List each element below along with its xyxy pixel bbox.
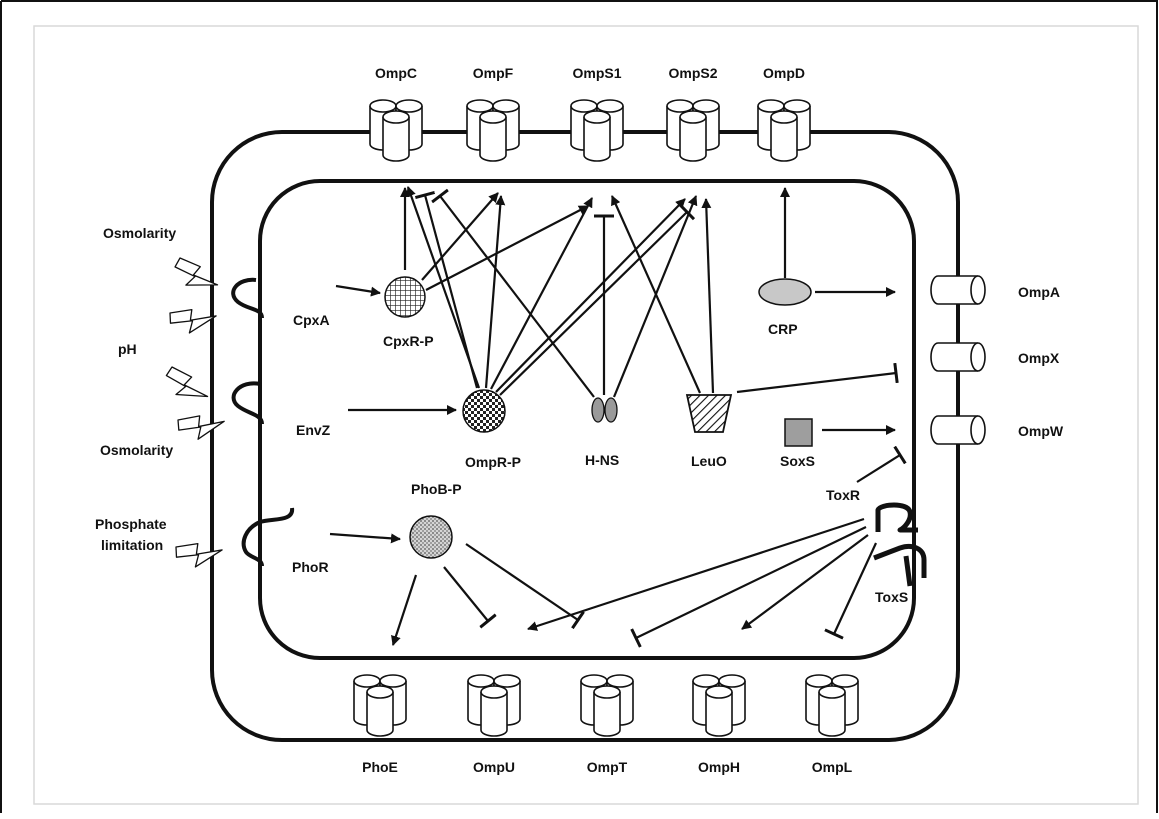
cpxr-p-node bbox=[385, 277, 425, 317]
regulator-label-ompr-p: OmpR-P bbox=[465, 454, 521, 470]
phosphate-bolt-icon bbox=[174, 536, 224, 570]
hns-node-left bbox=[592, 398, 604, 422]
leuo-inhibits-ompx bbox=[737, 373, 896, 392]
porin-trimer-ompl bbox=[806, 675, 858, 736]
phob-p-node bbox=[410, 516, 452, 558]
porin-trimer-ompf bbox=[467, 100, 519, 161]
signal-label-osmolarity-bottom: Osmolarity bbox=[100, 442, 173, 458]
sensor-label-phor: PhoR bbox=[292, 559, 329, 575]
phob-to-phoe-arrow bbox=[393, 575, 416, 645]
phob-inhibits-ompt bbox=[466, 544, 578, 620]
cpxr-to-ompf-arrow bbox=[422, 193, 498, 280]
ph-bottom-bolt-icon bbox=[161, 366, 213, 405]
porin-label-phoe: PhoE bbox=[362, 759, 398, 775]
porin-label-omps1: OmpS1 bbox=[572, 65, 621, 81]
ompr-to-omps1-arrow bbox=[491, 198, 592, 389]
regulator-label-phob-p: PhoB-P bbox=[411, 481, 462, 497]
soxs-node bbox=[785, 419, 812, 446]
leuo-to-omps2-arrow bbox=[706, 199, 713, 393]
porin-trimer-ompd bbox=[758, 100, 810, 161]
porin-monomer-ompx bbox=[931, 343, 985, 371]
right-porins-layer bbox=[931, 276, 985, 444]
crp-node bbox=[759, 279, 811, 305]
regulator-label-crp: CRP bbox=[768, 321, 798, 337]
porin-trimer-ompu bbox=[468, 675, 520, 736]
porin-label-ompx: OmpX bbox=[1018, 350, 1060, 366]
sensor-label-toxr: ToxR bbox=[826, 487, 860, 503]
porin-label-ompd: OmpD bbox=[763, 65, 805, 81]
porin-label-ompw: OmpW bbox=[1018, 423, 1064, 439]
porin-label-omph: OmpH bbox=[698, 759, 740, 775]
ompr-to-ompf-arrow bbox=[486, 196, 501, 388]
regulator-label-soxs: SoxS bbox=[780, 453, 815, 469]
regulator-label-hns: H-NS bbox=[585, 452, 619, 468]
porin-monomer-ompw bbox=[931, 416, 985, 444]
bottom-porins-layer bbox=[354, 675, 858, 736]
phob-inhibits-ompu bbox=[444, 567, 488, 621]
toxr-to-ompu-arrow bbox=[528, 519, 864, 629]
sensor-label-envz: EnvZ bbox=[296, 422, 331, 438]
porin-label-ompf: OmpF bbox=[473, 65, 514, 81]
regulator-label-leuo: LeuO bbox=[691, 453, 727, 469]
porin-trimer-omps2 bbox=[667, 100, 719, 161]
leuo-node bbox=[687, 395, 731, 432]
porin-label-ompc: OmpC bbox=[375, 65, 417, 81]
porin-trimer-omph bbox=[693, 675, 745, 736]
porin-trimer-ompt bbox=[581, 675, 633, 736]
hns-node-right bbox=[605, 398, 617, 422]
cpxa-to-cpxr-arrow bbox=[336, 286, 380, 293]
ompr-p-node bbox=[463, 390, 505, 432]
hns-inhibits-ompc bbox=[440, 196, 594, 397]
cpxa-sensor-icon bbox=[233, 280, 262, 318]
sensor-label-cpxa: CpxA bbox=[293, 312, 330, 328]
toxr-inhibits-ompw bbox=[857, 455, 900, 482]
signal-label-phosphate: Phosphate bbox=[95, 516, 167, 532]
phor-to-phob-arrow bbox=[330, 534, 400, 539]
porin-trimer-omps1 bbox=[571, 100, 623, 161]
porin-label-ompl: OmpL bbox=[812, 759, 853, 775]
osmolarity-bottom-bolt-icon bbox=[176, 408, 227, 444]
signal-label-osmolarity-top: Osmolarity bbox=[103, 225, 176, 241]
porin-monomer-ompa bbox=[931, 276, 985, 304]
toxs-sensor-icon bbox=[874, 547, 924, 587]
porin-label-ompa: OmpA bbox=[1018, 284, 1060, 300]
porin-label-ompu: OmpU bbox=[473, 759, 515, 775]
porin-label-ompt: OmpT bbox=[587, 759, 628, 775]
phor-sensor-icon bbox=[244, 508, 292, 566]
signal-label-limitation: limitation bbox=[101, 537, 163, 553]
sensor-label-toxs: ToxS bbox=[875, 589, 908, 605]
porin-trimer-ompc bbox=[370, 100, 422, 161]
signal-label-ph: pH bbox=[118, 341, 137, 357]
porin-label-omps2: OmpS2 bbox=[668, 65, 717, 81]
osmolarity-top-bolt-icon bbox=[171, 257, 222, 294]
regulator-label-cpxr-p: CpxR-P bbox=[383, 333, 434, 349]
toxr-to-omph-arrow bbox=[742, 535, 868, 629]
leuo-to-omps1-arrow bbox=[612, 196, 700, 393]
porin-trimer-phoe bbox=[354, 675, 406, 736]
inner-membrane bbox=[260, 181, 914, 658]
envz-sensor-icon bbox=[234, 383, 262, 424]
